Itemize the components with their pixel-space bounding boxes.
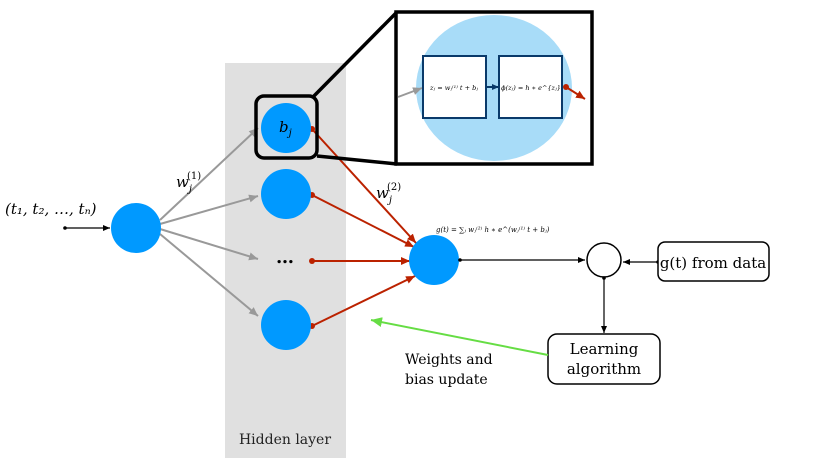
w2-connection-2 <box>311 194 415 248</box>
output-arrow-dot <box>458 258 462 262</box>
feedback-line-1: Weights and <box>405 352 493 368</box>
node-zoom-highlight <box>254 94 319 160</box>
phi-equation-box <box>498 55 563 119</box>
compare-arrow-dot <box>602 276 606 280</box>
hidden-node-1 <box>261 103 311 153</box>
z-equation: zⱼ = wⱼ⁽¹⁾ t + bⱼ <box>429 84 478 92</box>
input-arrow-dot <box>63 226 67 230</box>
w1-connection-1 <box>159 127 259 221</box>
learning-line-1: Learning <box>570 340 639 358</box>
w2-origin-dot-3 <box>309 258 315 264</box>
zoom-input-arrow <box>397 87 423 98</box>
phi-equation: ϕ(zⱼ) = h ∗ e^{zⱼ} <box>501 84 561 92</box>
w2-connection-1 <box>311 128 417 244</box>
w1-connection-3 <box>159 228 259 261</box>
w1-connection-4 <box>159 233 259 317</box>
zoom-output-dot <box>563 84 569 90</box>
bias-label: bj <box>279 118 292 139</box>
zoom-output-arrow <box>565 86 586 100</box>
z-equation-box <box>422 55 487 119</box>
input-label: (t₁, t₂, …, tₙ) <box>5 200 97 218</box>
hidden-node-4 <box>261 300 311 350</box>
comparator-node <box>586 242 622 278</box>
zoom-line-bottom <box>316 154 398 166</box>
hidden-layer-title: Hidden layer <box>239 432 331 448</box>
w2-connection-4 <box>311 275 416 327</box>
learning-line-2: algorithm <box>567 360 641 378</box>
hidden-node-2 <box>261 169 311 219</box>
data-box-label: g(t) from data <box>660 254 766 272</box>
zoom-line-top <box>310 10 399 100</box>
output-formula: g(t) = ∑ⱼ wⱼ⁽²⁾ h ∗ e^(wⱼ⁽¹⁾ t + bⱼ) <box>436 225 550 234</box>
w2-label: wj(2) <box>376 182 401 206</box>
feedback-line-2: bias update <box>405 372 488 388</box>
data-box <box>657 241 770 282</box>
learning-algorithm-box <box>547 333 661 385</box>
w1-connection-2 <box>159 194 259 225</box>
w1-label: wj(1) <box>176 171 201 195</box>
output-node <box>409 235 459 285</box>
feedback-arrow <box>370 317 549 356</box>
hidden-ellipsis: … <box>276 247 294 268</box>
input-node <box>111 203 161 253</box>
